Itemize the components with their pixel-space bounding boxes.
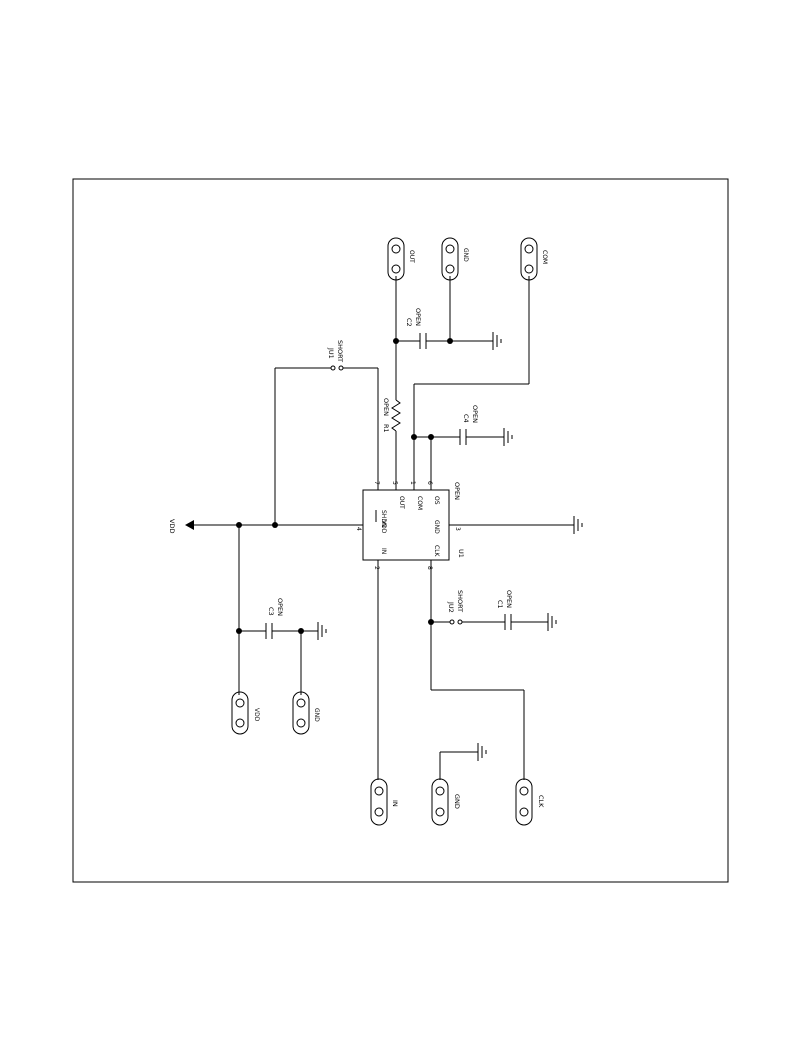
sheet-border — [72, 178, 729, 883]
ju2-value: SHORT — [456, 590, 464, 612]
terminal-vdd-label: VDD — [253, 708, 260, 722]
terminal-gnd-top — [441, 237, 459, 281]
u1-pin-number-2: 2 — [373, 566, 380, 570]
c1-value: OPEN — [505, 590, 513, 608]
u1-pin-vdd: VDD — [380, 520, 387, 534]
u1-pin-com: COM — [416, 496, 423, 510]
terminal-com — [520, 237, 538, 281]
u1-pin-number-7: 7 — [373, 481, 380, 485]
terminal-out-label: OUT — [408, 250, 415, 263]
r1-value: OPEN — [382, 398, 390, 416]
terminal-gnd-bottom-label: GND — [453, 794, 461, 809]
r1-ref: R1 — [382, 424, 390, 433]
terminal-clk — [515, 778, 533, 826]
ju2-jumper-pin-a — [449, 619, 455, 625]
c2-ref: C2 — [405, 318, 413, 327]
terminal-gnd-left — [292, 691, 310, 735]
u1-pin-number-8: 8 — [426, 566, 433, 570]
terminal-gnd-top-label: GND — [462, 248, 469, 262]
r1-resistor-zigzag — [391, 399, 401, 432]
u1-pin-in: IN — [380, 548, 387, 554]
u1-ref-label: U1 — [457, 549, 465, 558]
c3-ref: C3 — [267, 607, 275, 616]
vdd-rail-label: VDD — [168, 519, 176, 533]
ju2-ref: JU2 — [447, 601, 455, 613]
vdd-arrow-icon — [185, 520, 194, 530]
u1-pin-gnd: GND — [433, 520, 440, 534]
u1-pin-number-5: 5 — [391, 481, 398, 485]
terminal-in — [370, 778, 388, 826]
c1-ref: C1 — [496, 600, 504, 609]
ju1-jumper-pin-a — [330, 365, 336, 371]
terminal-gnd-left-label: GND — [313, 708, 320, 722]
u1-pin-number-6: 6 — [426, 481, 433, 485]
ju1-ref: JU1 — [327, 347, 335, 359]
ju1-jumper-pin-b — [338, 365, 344, 371]
u1-pin-out: OUT — [398, 496, 405, 509]
u1-pin-number-4: 4 — [355, 527, 362, 531]
terminal-com-label: COM — [541, 250, 548, 264]
c4-value: OPEN — [471, 405, 479, 423]
terminal-in-label: IN — [391, 800, 399, 807]
c4-ref: C4 — [462, 414, 470, 423]
u1-pin-shdn: SHDN — [380, 510, 387, 527]
terminal-clk-label: CLK — [537, 795, 545, 808]
terminal-vdd — [231, 691, 249, 735]
ju2-jumper-pin-b — [457, 619, 463, 625]
u1-pin-number-3: 3 — [454, 527, 461, 531]
terminal-out — [387, 237, 405, 281]
u1-pin-number-1: 1 — [409, 481, 416, 485]
u1-open-note: OPEN — [453, 482, 461, 500]
u1-pin-os: OS — [433, 496, 440, 505]
terminal-gnd-bottom — [431, 778, 449, 826]
ju1-value: SHORT — [336, 340, 344, 362]
u1-pin-clk: CLK — [433, 545, 440, 558]
c2-value: OPEN — [414, 308, 422, 326]
c3-value: OPEN — [276, 598, 284, 616]
